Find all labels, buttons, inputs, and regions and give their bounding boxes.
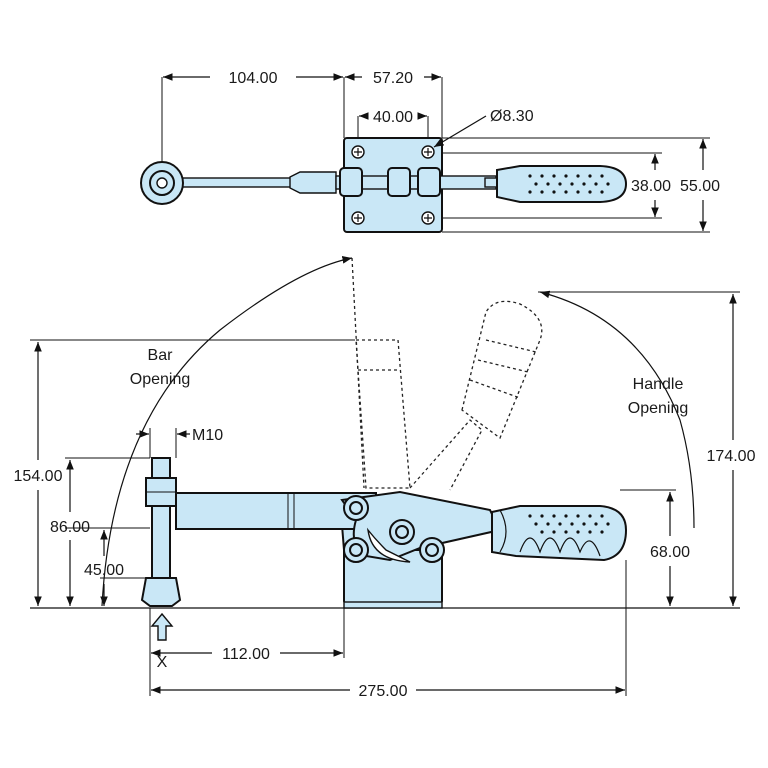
dim-86: 86.00	[50, 519, 90, 536]
dim-154: 154.00	[14, 468, 63, 485]
dim-68: 68.00	[650, 544, 690, 561]
top-handle-dots	[528, 174, 610, 194]
handle-opening-label-line2: Opening	[628, 400, 689, 417]
side-handle-dots	[528, 514, 610, 534]
dim-55: 55.00	[680, 178, 720, 195]
bar-opening-arc	[101, 256, 353, 607]
handle-open-ghost	[409, 300, 543, 491]
side-spindle	[151, 457, 171, 579]
bar-opening-label-line2: Opening	[130, 371, 191, 388]
bar-opening-label-line1: Bar	[148, 347, 174, 364]
dim-112: 112.00	[222, 646, 270, 663]
dim-45: 45.00	[84, 562, 124, 579]
x-direction-arrow-icon	[150, 612, 174, 641]
dim-57-20: 57.20	[373, 70, 413, 87]
bar-open-ghost	[351, 257, 411, 489]
dim-hole-diameter: Ø8.30	[490, 108, 534, 125]
dim-104: 104.00	[229, 70, 278, 87]
top-view: 104.00 57.20 40.00 Ø8.30 38.00 55.00	[140, 70, 720, 233]
dim-38: 38.00	[631, 178, 671, 195]
side-handle-grip	[491, 505, 628, 562]
handle-opening-label-line1: Handle	[633, 376, 684, 393]
dim-174: 174.00	[707, 448, 756, 465]
top-bar-arm	[174, 177, 301, 188]
thread-label: M10	[192, 427, 223, 444]
x-label: X	[157, 654, 168, 671]
side-spindle-tip	[140, 577, 182, 607]
side-view: Bar Opening Handle Opening M10 154.00 86…	[14, 256, 756, 700]
dim-40: 40.00	[373, 109, 413, 126]
dim-275: 275.00	[359, 683, 408, 700]
handle-opening-arc	[539, 290, 695, 529]
